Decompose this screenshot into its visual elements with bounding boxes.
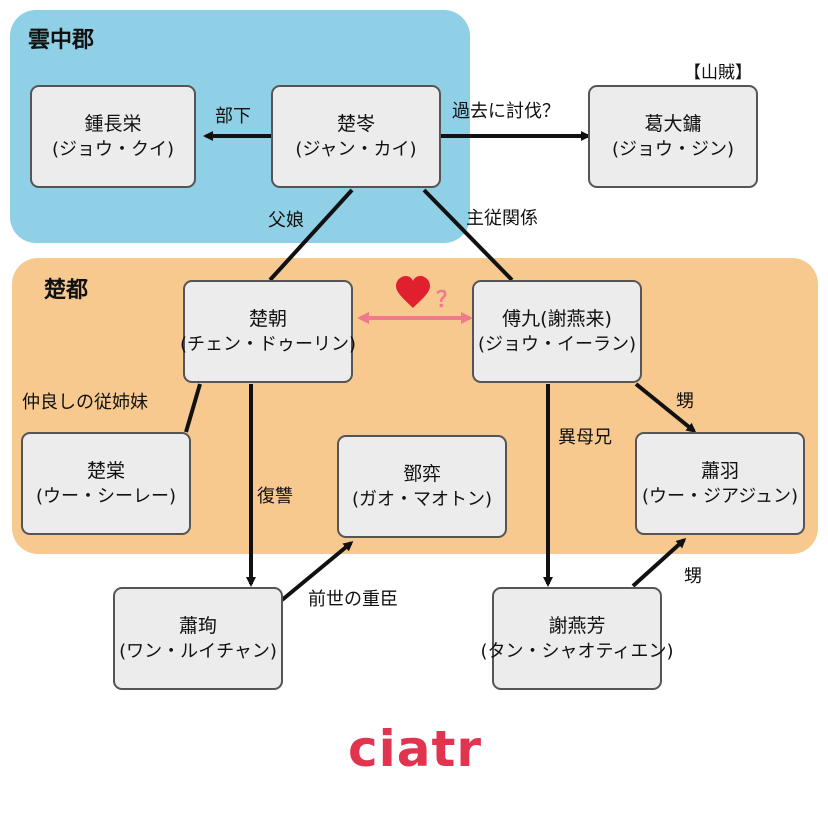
- edge-chukai-chuzhao: [268, 188, 354, 282]
- node-reading: (ジョウ・ジン): [611, 138, 735, 160]
- node-name: 蕭珣: [178, 614, 217, 637]
- edge-label-subordinate: 部下: [215, 106, 251, 127]
- edge-label-nephew-1: 甥: [676, 391, 694, 412]
- ciatr-logo: ciatr: [348, 720, 483, 778]
- node-ge-dayong: 葛大鏞 (ジョウ・ジン): [588, 85, 758, 188]
- node-fu-jiu: 傅九(謝燕来) (ジョウ・イーラン): [472, 280, 642, 383]
- node-xiao-yu: 蕭羽 (ウー・ジアジュン): [635, 432, 805, 535]
- node-reading: (ガオ・マオトン): [351, 488, 493, 510]
- edge-label-cousin: 仲良しの従姉妹: [22, 392, 148, 413]
- edge-xieyanfang-xiaoyu: [631, 537, 687, 588]
- edge-chukai-fujiu: [422, 188, 514, 282]
- node-name: 蕭羽: [700, 459, 739, 482]
- love-question-mark: ？: [436, 288, 459, 313]
- edge-xiaoxun-dengyi: [280, 541, 354, 602]
- region-label-chudu: 楚都: [44, 278, 89, 303]
- heart-icon: [396, 276, 430, 308]
- edge-label-revenge: 復讐: [257, 486, 293, 507]
- node-reading: (ウー・シーレー): [35, 485, 177, 507]
- node-reading: (チェン・ドゥーリン): [179, 333, 357, 355]
- bandit-tag: 【山賊】: [684, 63, 752, 83]
- node-deng-yi: 鄧弈 (ガオ・マオトン): [337, 435, 507, 538]
- node-xie-yanfang: 謝燕芳 (タン・シャオティエン): [481, 587, 673, 690]
- node-reading: (タン・シャオティエン): [480, 640, 674, 662]
- node-name: 楚岺: [336, 112, 375, 135]
- node-reading: (ジャン・カイ): [295, 138, 417, 160]
- node-name: 鍾長栄: [84, 112, 142, 135]
- node-reading: (ジョウ・クイ): [51, 138, 175, 160]
- edge-chuzhao-chutang: [184, 383, 202, 433]
- node-zhong-changrong: 鍾長栄 (ジョウ・クイ): [30, 85, 196, 188]
- node-reading: (ワン・ルイチャン): [119, 640, 277, 662]
- node-name: 傅九(謝燕来): [502, 307, 612, 330]
- node-name: 楚朝: [248, 307, 287, 330]
- node-reading: (ウー・ジアジュン): [641, 485, 799, 507]
- edge-label-past-life-minister: 前世の重臣: [308, 589, 398, 610]
- node-chu-kai: 楚岺 (ジャン・カイ): [271, 85, 441, 188]
- node-name: 葛大鏞: [644, 112, 702, 135]
- edge-label-master-servant: 主従関係: [466, 208, 538, 229]
- node-name: 謝燕芳: [548, 614, 606, 637]
- node-chu-tang: 楚棠 (ウー・シーレー): [21, 432, 191, 535]
- node-chu-zhao: 楚朝 (チェン・ドゥーリン): [179, 280, 357, 383]
- edge-label-past-subjugation: 過去に討伐？: [452, 101, 560, 122]
- node-name: 鄧弈: [402, 462, 441, 485]
- node-reading: (ジョウ・イーラン): [477, 333, 637, 355]
- region-label-yunzhong: 雲中郡: [28, 28, 95, 53]
- edge-fujiu-xiaoyu: [634, 382, 697, 433]
- node-name: 楚棠: [86, 459, 125, 482]
- edge-label-nephew-2: 甥: [684, 566, 702, 587]
- node-xiao-xun: 蕭珣 (ワン・ルイチャン): [113, 587, 283, 690]
- edge-label-half-brother: 異母兄: [558, 427, 612, 448]
- edge-label-father-daughter: 父娘: [268, 210, 304, 231]
